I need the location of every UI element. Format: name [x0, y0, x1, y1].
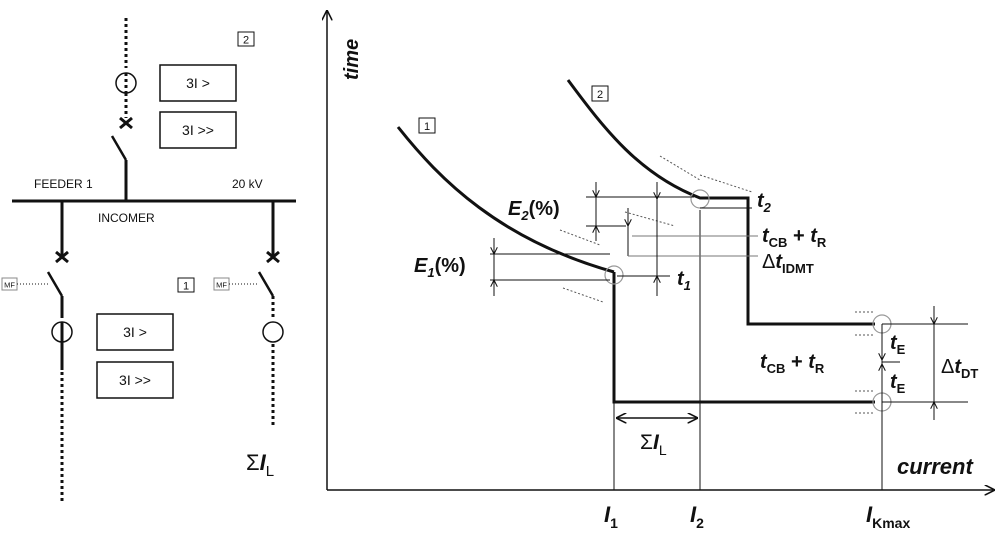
x-label-ikmax: IKmax	[866, 502, 910, 531]
curve-1-definite	[612, 272, 875, 404]
t2-label: t2	[757, 190, 772, 215]
right-switch-blade	[257, 271, 275, 297]
curve-tag-2	[591, 85, 609, 102]
curve-2-idmt	[566, 79, 738, 200]
curve-tag-1-text: 1	[424, 121, 430, 133]
curve-1-idmt	[396, 126, 615, 274]
incomer-label: INCOMER	[98, 211, 155, 225]
time-current-chart: time current 1 2	[327, 10, 995, 531]
relay-box-bottom-1	[96, 313, 174, 351]
relay-top-2-label: 3I >>	[182, 122, 214, 138]
tcb-tr-lower-label: tCB + tR	[760, 351, 825, 376]
box-tag-1	[177, 277, 195, 293]
relay-box-top-2	[159, 111, 237, 149]
op-point-curve-1	[604, 265, 624, 285]
delta-idmt-dimension	[617, 182, 752, 296]
relay-bottom-1-label: 3I >	[123, 324, 147, 340]
sum-il-chart-label: ΣIL	[640, 431, 667, 458]
tcb-tr-upper-dimension	[628, 208, 758, 257]
box-tag-1-text: 1	[183, 281, 189, 293]
tcb-tr-upper-label: tCB + tR	[762, 225, 827, 250]
left-breaker-x	[55, 250, 69, 264]
error-band-lines	[559, 155, 873, 414]
t1-label: t1	[677, 268, 691, 293]
x-label-i2: I2	[690, 502, 704, 531]
right-ct-symbol	[262, 321, 284, 343]
relay-box-top-1	[159, 64, 237, 102]
te-lower-label: tE	[890, 371, 906, 396]
sum-il-left-label: ΣIL	[246, 450, 274, 480]
e1-dimension	[490, 238, 610, 296]
x-label-i1: I1	[604, 502, 618, 531]
delta-dt-label: ΔtDT	[941, 356, 978, 381]
te-dimension	[882, 323, 968, 403]
te-upper-label: tE	[890, 332, 906, 357]
box-tag-2	[237, 31, 255, 47]
mf-right-label: MF	[216, 281, 227, 290]
curve-tag-1	[418, 117, 436, 134]
relay-top-1-label: 3I >	[186, 75, 210, 91]
e1-label: E1(%)	[414, 255, 466, 280]
voltage-label: 20 kV	[232, 177, 263, 191]
curve-2-definite	[738, 196, 875, 326]
left-switch-blade	[46, 271, 64, 297]
single-line-diagram: 2 3I > 3I >> FEEDER 1 20 kV INCOMER MF 3…	[1, 18, 296, 502]
right-breaker-x	[266, 250, 280, 264]
relay-bottom-2-label: 3I >>	[119, 372, 151, 388]
incomer-switch-blade	[110, 135, 128, 161]
relay-box-bottom-2	[96, 361, 174, 399]
e2-label: E2(%)	[508, 198, 560, 223]
box-tag-2-text: 2	[243, 35, 249, 47]
feeder-label: FEEDER 1	[34, 177, 93, 191]
incomer-breaker-x	[119, 116, 133, 130]
x-axis-label: current	[897, 454, 974, 479]
curve-tag-2-text: 2	[597, 89, 603, 101]
mf-left-label: MF	[4, 281, 15, 290]
delta-idmt-label: ΔtIDMT	[762, 251, 814, 276]
e2-dimension	[586, 182, 694, 241]
y-axis-label: time	[341, 39, 363, 80]
